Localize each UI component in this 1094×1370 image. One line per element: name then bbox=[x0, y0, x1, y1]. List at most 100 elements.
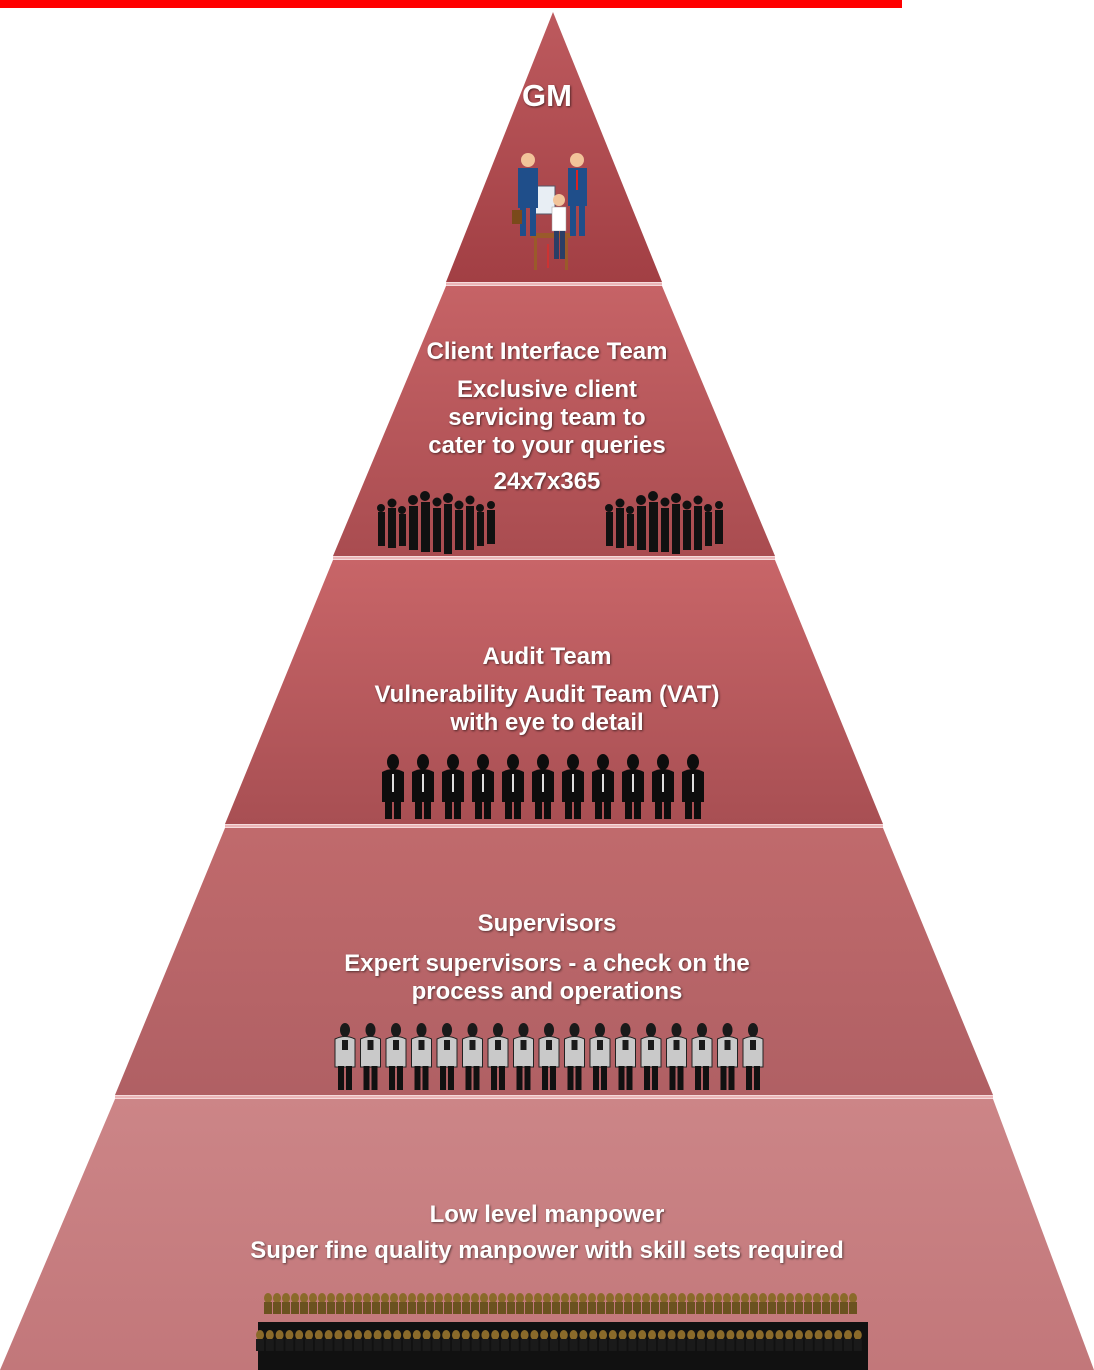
worker-figure bbox=[520, 1330, 529, 1351]
worker-figure bbox=[608, 1330, 617, 1351]
worker-figure bbox=[678, 1293, 686, 1314]
worker-figure bbox=[327, 1293, 335, 1314]
worker-figure bbox=[285, 1330, 294, 1351]
guard-figure bbox=[615, 1023, 636, 1090]
worker-figure bbox=[824, 1330, 833, 1351]
worker-figure bbox=[525, 1293, 533, 1314]
guard-figure bbox=[385, 1023, 407, 1090]
worker-figure bbox=[501, 1330, 509, 1351]
tier-audit-text: Audit Team Vulnerability Audit Team (VAT… bbox=[0, 645, 1094, 737]
guard-figure bbox=[462, 1023, 483, 1090]
worker-figure bbox=[559, 1330, 568, 1351]
worker-figure bbox=[804, 1330, 813, 1351]
worker-figure bbox=[687, 1330, 696, 1351]
tier-body-line: Super fine quality manpower with skill s… bbox=[250, 1237, 844, 1264]
worker-figure bbox=[660, 1293, 668, 1314]
worker-figure bbox=[309, 1293, 317, 1314]
worker-figure bbox=[373, 1330, 382, 1351]
worker-figure bbox=[295, 1330, 304, 1351]
worker-figure bbox=[334, 1330, 343, 1351]
worker-figure bbox=[840, 1293, 848, 1314]
tier-availability: 24x7x365 bbox=[493, 468, 601, 495]
worker-figure bbox=[795, 1330, 803, 1351]
worker-figure bbox=[579, 1330, 588, 1351]
worker-figure bbox=[372, 1293, 380, 1314]
worker-figure bbox=[305, 1330, 313, 1351]
worker-figure bbox=[318, 1293, 326, 1314]
worker-figure bbox=[750, 1293, 758, 1314]
worker-figure bbox=[777, 1293, 785, 1314]
guard-figure bbox=[742, 1023, 764, 1090]
worker-figure bbox=[435, 1293, 443, 1314]
office-team-icon bbox=[512, 153, 587, 270]
worker-figure bbox=[716, 1330, 725, 1351]
worker-figure bbox=[273, 1293, 281, 1314]
worker-figure bbox=[726, 1330, 735, 1351]
tier-heading: Audit Team bbox=[482, 643, 612, 670]
worker-figure bbox=[507, 1293, 515, 1314]
worker-figure bbox=[628, 1330, 637, 1351]
worker-figure bbox=[705, 1293, 713, 1314]
workforce-crowd-icon bbox=[256, 1293, 868, 1370]
worker-figure bbox=[471, 1293, 479, 1314]
worker-figure bbox=[282, 1293, 290, 1314]
worker-figure bbox=[345, 1293, 353, 1314]
worker-figure bbox=[383, 1330, 392, 1351]
worker-figure bbox=[579, 1293, 587, 1314]
tier-body-line: process and operations bbox=[411, 978, 683, 1005]
worker-figure bbox=[853, 1330, 862, 1351]
worker-figure bbox=[291, 1293, 299, 1314]
worker-figure bbox=[453, 1293, 461, 1314]
guard-figure bbox=[717, 1023, 738, 1090]
worker-figure bbox=[354, 1293, 362, 1314]
worker-figure bbox=[543, 1293, 551, 1314]
worker-figure bbox=[667, 1330, 676, 1351]
tier-heading: Low level manpower bbox=[429, 1201, 665, 1228]
tier-supervisors-text: Supervisors Expert supervisors - a check… bbox=[0, 912, 1094, 1006]
worker-figure bbox=[408, 1293, 416, 1314]
worker-figure bbox=[442, 1330, 451, 1351]
worker-figure bbox=[489, 1293, 497, 1314]
worker-figure bbox=[534, 1293, 542, 1314]
worker-figure bbox=[399, 1293, 407, 1314]
worker-figure bbox=[741, 1293, 749, 1314]
worker-figure bbox=[597, 1293, 605, 1314]
worker-figure bbox=[618, 1330, 627, 1351]
tier-supervisors bbox=[115, 828, 993, 1095]
worker-figure bbox=[723, 1293, 731, 1314]
worker-figure bbox=[768, 1293, 776, 1314]
worker-figure bbox=[775, 1330, 784, 1351]
worker-figure bbox=[363, 1293, 371, 1314]
worker-figure bbox=[426, 1293, 434, 1314]
agent-figure bbox=[472, 754, 494, 819]
worker-figure bbox=[765, 1330, 774, 1351]
agent-figure bbox=[682, 754, 704, 819]
worker-figure bbox=[606, 1293, 614, 1314]
worker-figure bbox=[570, 1293, 578, 1314]
guard-figure bbox=[691, 1023, 713, 1090]
worker-figure bbox=[403, 1330, 411, 1351]
worker-figure bbox=[844, 1330, 852, 1351]
tier-body-line: cater to your queries bbox=[428, 432, 666, 459]
guard-figure bbox=[334, 1023, 356, 1090]
agent-figure bbox=[592, 754, 614, 819]
worker-figure bbox=[599, 1330, 607, 1351]
worker-figure bbox=[706, 1330, 715, 1351]
worker-figure bbox=[569, 1330, 578, 1351]
worker-figure bbox=[755, 1330, 764, 1351]
worker-figure bbox=[687, 1293, 695, 1314]
worker-figure bbox=[648, 1330, 656, 1351]
guard-figure bbox=[666, 1023, 687, 1090]
worker-figure bbox=[697, 1330, 705, 1351]
agent-figure bbox=[412, 754, 434, 819]
worker-figure bbox=[633, 1293, 641, 1314]
worker-figure bbox=[481, 1330, 490, 1351]
worker-figure bbox=[786, 1293, 794, 1314]
tier-dividers bbox=[115, 282, 993, 1099]
worker-figure bbox=[314, 1330, 323, 1351]
worker-figure bbox=[462, 1293, 470, 1314]
worker-figure bbox=[552, 1293, 560, 1314]
worker-figure bbox=[412, 1330, 421, 1351]
tier-heading: Client Interface Team bbox=[426, 338, 668, 365]
worker-figure bbox=[540, 1330, 549, 1351]
